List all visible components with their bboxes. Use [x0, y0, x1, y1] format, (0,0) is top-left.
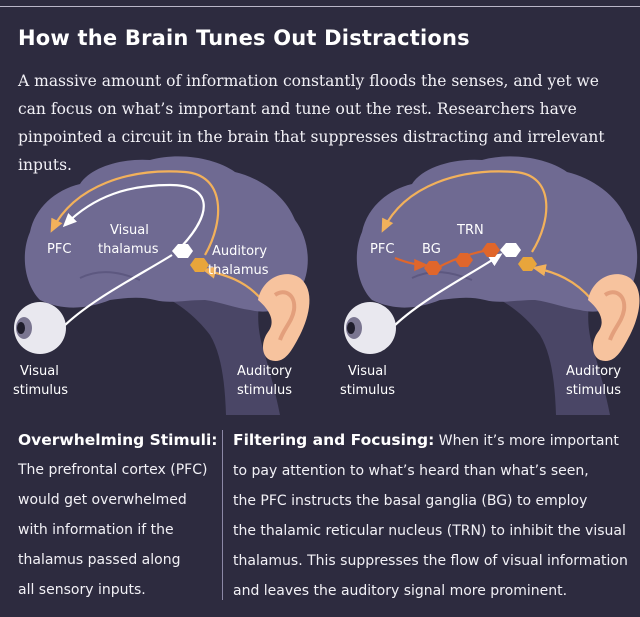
right-visual-thalamus-node	[500, 243, 521, 257]
overwhelming-line-1: The prefrontal cortex (PFC)	[18, 462, 208, 478]
top-rule	[0, 6, 640, 7]
right-auditory-thalamus-node	[518, 257, 537, 271]
right-bg-node-1	[424, 261, 442, 275]
filtering-line-5: and leaves the auditory signal more prom…	[233, 583, 568, 599]
left-visual-stimulus-label-2: stimulus	[13, 383, 68, 398]
right-trn-node	[482, 243, 500, 257]
left-visual-stimulus-label-1: Visual	[20, 364, 59, 379]
overwhelming-stimuli-section: Overwhelming Stimuli: The prefrontal cor…	[18, 425, 218, 605]
left-auditory-thalamus-label-1: Auditory	[212, 244, 267, 259]
right-visual-path	[391, 253, 503, 329]
right-brainstem	[480, 290, 610, 415]
left-visual-thalamus-node	[172, 244, 193, 258]
right-ear-icon	[588, 274, 640, 361]
right-auditory-stimulus-label-1: Auditory	[566, 364, 621, 379]
left-pfc-label: PFC	[47, 242, 71, 257]
right-auditory-stimulus-label-2: stimulus	[566, 383, 621, 398]
right-visual-stimulus-label-1: Visual	[348, 364, 387, 379]
brain-diagrams: PFC Visual thalamus Auditory thalamus Vi…	[13, 156, 640, 415]
left-visual-thalamus-label-2: thalamus	[98, 242, 159, 257]
right-brain-fold	[411, 271, 473, 281]
right-eye-icon	[344, 302, 396, 354]
left-visual-path	[61, 254, 173, 329]
left-auditory-stimulus-label-1: Auditory	[237, 364, 292, 379]
left-ear-icon	[258, 274, 310, 361]
left-auditory-thalamus-label-2: thalamus	[208, 263, 269, 278]
filtering-line-2: the PFC instructs the basal ganglia (BG)…	[233, 493, 588, 509]
filtering-line-4: thalamus. This suppresses the flow of vi…	[233, 553, 628, 569]
overwhelming-line-3: with information if the	[18, 522, 174, 538]
right-pfc-to-bg	[394, 256, 429, 272]
left-auditory-to-pfc	[50, 170, 220, 256]
right-pfc-label: PFC	[370, 242, 394, 257]
filtering-line-1: to pay attention to what’s heard than wh…	[233, 463, 589, 479]
left-brainstem	[150, 290, 280, 415]
left-auditory-stimulus-label-2: stimulus	[237, 383, 292, 398]
right-bg-label: BG	[422, 242, 441, 257]
left-auditory-thalamus-node	[190, 258, 209, 272]
left-visual-thalamus-label-1: Visual	[110, 223, 149, 238]
right-visual-stimulus-label-2: stimulus	[340, 383, 395, 398]
right-diagram: PFC BG TRN Visual stimulus Auditory stim…	[340, 156, 640, 415]
right-bg-node-2	[455, 253, 473, 267]
left-visual-to-pfc	[62, 183, 205, 247]
filtering-focusing-section: Filtering and Focusing: When it’s more i…	[233, 425, 633, 606]
overwhelming-stimuli-heading: Overwhelming Stimuli:	[18, 431, 218, 449]
intro-paragraph: A massive amount of information constant…	[18, 72, 605, 174]
left-auditory-path	[202, 266, 263, 301]
page-title: How the Brain Tunes Out Distractions	[18, 26, 470, 50]
overwhelming-line-4: thalamus passed along	[18, 552, 181, 568]
filtering-line-3: the thalamic reticular nucleus (TRN) to …	[233, 523, 626, 539]
filtering-first-line: When it’s more important	[434, 433, 619, 449]
left-eye-icon	[14, 302, 66, 354]
overwhelming-line-5: all sensory inputs.	[18, 582, 146, 598]
left-diagram: PFC Visual thalamus Auditory thalamus Vi…	[13, 156, 310, 415]
filtering-focusing-heading: Filtering and Focusing:	[233, 431, 435, 449]
right-auditory-to-pfc	[381, 170, 548, 253]
right-trn-label: TRN	[456, 223, 484, 238]
column-divider	[222, 430, 223, 600]
right-auditory-path	[531, 264, 593, 301]
overwhelming-line-2: would get overwhelmed	[18, 492, 187, 508]
